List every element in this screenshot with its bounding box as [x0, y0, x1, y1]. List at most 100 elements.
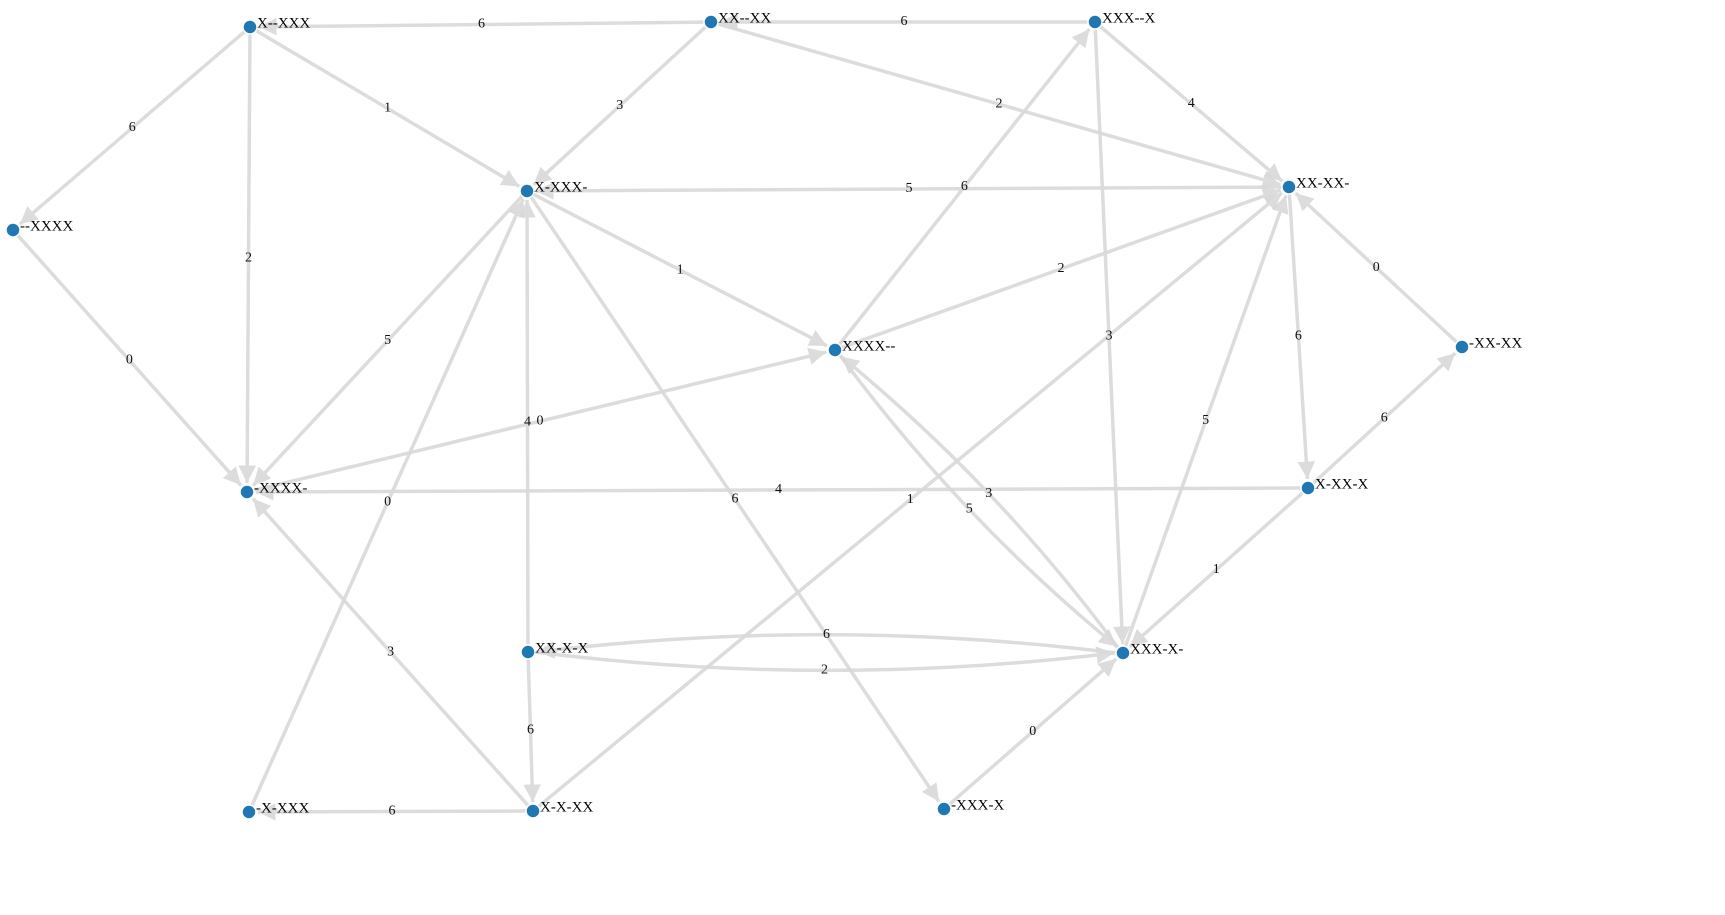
graph-node[interactable]: XX--XX	[703, 10, 771, 30]
edge-weight-label: 6	[389, 804, 396, 819]
edge---XXXX-to--XXXX-	[16, 234, 243, 487]
graph-node[interactable]: XX-XX-	[1281, 175, 1349, 195]
edge-X-XXX--to--XXX-X	[529, 195, 941, 803]
node-circle[interactable]	[1281, 179, 1297, 195]
edge-weight-label: 6	[527, 723, 534, 738]
edge-weight-label: 6	[129, 120, 136, 135]
edge--XX-XX-to-XX-XX-	[1294, 191, 1459, 344]
edge-weight-label: 0	[126, 352, 133, 367]
edge-X--XXX-to---XXXX	[18, 30, 246, 226]
node-label: X--XXX	[257, 15, 310, 31]
node-circle[interactable]	[1454, 339, 1470, 355]
edge--X-XXX-to-X-XXX-	[250, 198, 525, 807]
graph-node[interactable]: XXX--X	[1087, 10, 1155, 30]
edge-weight-label: 5	[906, 181, 913, 196]
node-circle[interactable]	[525, 803, 541, 819]
edge-XX--XX-to-X-XXX-	[532, 25, 708, 187]
node-circle[interactable]	[1300, 480, 1316, 496]
edge-XXX--X-to-XX-XX-	[1099, 25, 1284, 183]
node-circle[interactable]	[241, 804, 257, 820]
edge-weight-label: 4	[775, 482, 782, 497]
graph-node[interactable]: -XX-XX	[1454, 335, 1522, 355]
edge-X-X-XX-to--X-XXX	[257, 803, 527, 821]
edge-weight-label: 6	[1381, 410, 1388, 425]
node-circle[interactable]	[1115, 645, 1131, 661]
graph-node[interactable]: XXXX--	[827, 338, 895, 358]
edge-weight-label: 3	[1105, 329, 1112, 344]
edge-X-XX-X-to--XXXX-	[255, 483, 1302, 501]
node-label: XXXX--	[842, 338, 895, 354]
edge-XX--XX-to-X--XXX	[258, 17, 705, 36]
edge-X--XXX-to-X-XXX-	[255, 29, 521, 188]
edge-weight-label: 5	[966, 502, 973, 517]
edge-X-XXX--to-XXXX--	[532, 192, 828, 348]
edge-weight-label: 2	[821, 663, 828, 678]
node-label: X-X-XX	[540, 799, 593, 815]
edge-X-XXX--to--XXXX-	[251, 194, 524, 487]
edge-XX-XX--to-X-XX-X	[1287, 193, 1316, 480]
graph-node[interactable]: XX-X-X	[520, 640, 588, 660]
edge-XX--XX-to-XX-XX-	[717, 22, 1281, 189]
graph-node[interactable]: -XXXX-	[239, 480, 307, 500]
edge-X-X-XX-to--XXXX-	[251, 497, 530, 807]
node-label: -XXXX-	[254, 480, 307, 496]
edge-XX-XX--to-X-XXX-	[535, 182, 1283, 200]
node-label: XX-X-X	[535, 640, 588, 656]
node-circle[interactable]	[520, 644, 536, 660]
edge-weight-label: 4	[1188, 96, 1195, 111]
node-circle[interactable]	[827, 342, 843, 358]
edge-weight-label: 4	[524, 415, 531, 430]
edge-X--XXX-to--XXXX-	[238, 33, 256, 484]
edge-XXX-X--to-XXXX--	[840, 355, 1120, 649]
edge-weight-label: 0	[384, 495, 391, 510]
node-label: -XXX-X	[951, 797, 1004, 813]
edge-XX-X-X-to-X-X-XX	[523, 658, 541, 803]
edge-weight-label: 5	[1202, 413, 1209, 428]
node-label: XX-XX-	[1296, 175, 1349, 191]
edge-XXXX---to-XX-XX-	[840, 187, 1282, 350]
node-circle[interactable]	[1087, 14, 1103, 30]
graph-node[interactable]: X-XX-X	[1300, 476, 1368, 496]
edge-weight-label: 6	[1295, 329, 1302, 344]
edge-weight-label: 2	[245, 251, 252, 266]
edge-weight-label: 6	[961, 179, 968, 194]
edge-weight-label: 6	[901, 14, 908, 29]
edge--XXX-X-to-XXX-X-	[948, 657, 1118, 806]
node-label: X-XXX-	[534, 179, 587, 195]
edge-weight-label: 1	[907, 492, 914, 507]
graph-node[interactable]: --XXXX	[5, 218, 73, 238]
edge-weight-label: 0	[1373, 260, 1380, 275]
graph-node[interactable]: X-X-XX	[525, 799, 593, 819]
edge-weight-label: 3	[985, 486, 992, 501]
edge-weight-label: 3	[616, 98, 623, 113]
edge-weight-label: 2	[1058, 261, 1065, 276]
node-circle[interactable]	[239, 484, 255, 500]
edge--XXXX--to-XXXX--	[253, 347, 827, 493]
node-circle[interactable]	[936, 801, 952, 817]
edge-X-XX-X-to-XXX-X-	[1128, 491, 1304, 649]
graph-node[interactable]: -XXX-X	[936, 797, 1004, 817]
edge-weight-label: 1	[677, 262, 684, 277]
graph-node[interactable]: X-XXX-	[519, 179, 587, 199]
node-label: -X-XXX	[256, 800, 309, 816]
edge-weight-label: 6	[478, 17, 485, 32]
node-label: XXX--X	[1102, 10, 1155, 26]
node-circle[interactable]	[519, 183, 535, 199]
edge-weight-label: 1	[384, 101, 391, 116]
edge-weight-label: 6	[823, 627, 830, 642]
edge-weight-label: 3	[387, 644, 394, 659]
graph-node[interactable]: -X-XXX	[241, 800, 309, 820]
edge-weight-label: 0	[537, 413, 544, 428]
node-label: X-XX-X	[1315, 476, 1368, 492]
graph-node[interactable]: XXX-X-	[1115, 641, 1183, 661]
node-circle[interactable]	[5, 222, 21, 238]
nodes-layer: X--XXX XX--XX XXX--X --XXXX X-XXX- XX-XX- XXXX…	[5, 10, 1522, 820]
node-circle[interactable]	[703, 14, 719, 30]
graph-node[interactable]: X--XXX	[242, 15, 310, 35]
node-label: XXX-X-	[1130, 641, 1183, 657]
node-circle[interactable]	[242, 19, 258, 35]
edge-weight-label: 6	[731, 491, 738, 506]
node-label: -XX-XX	[1469, 335, 1522, 351]
